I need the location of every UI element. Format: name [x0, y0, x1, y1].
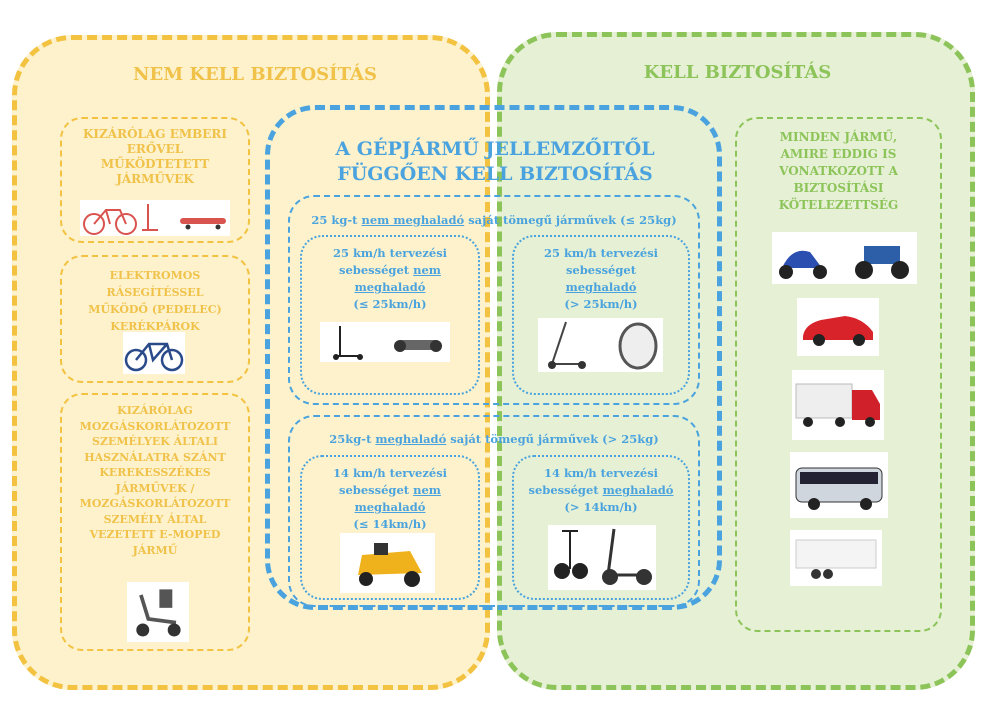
text-fragment: saját tömegű járművek (> 25kg) [446, 432, 659, 446]
ebike-image [123, 332, 185, 374]
text-fragment: meghaladó [602, 483, 674, 497]
text-fragment: sebességet [528, 483, 603, 497]
text-fragment: sebességet [339, 483, 414, 497]
text-fragment: saját tömegű járművek (≤ 25kg) [464, 213, 677, 227]
text-fragment: nem [413, 483, 441, 497]
light-vehicles-box [288, 195, 700, 405]
text-fragment: 14 km/h tervezési [332, 466, 448, 480]
moped-quad-image [772, 232, 917, 284]
text-fragment: 14 km/h tervezési [543, 466, 659, 480]
light-vehicles-label: 25 kg-t nem meghaladó saját tömegű jármű… [288, 213, 700, 227]
conditional-title-line2: FÜGGŐEN KELL BIZTOSÍTÁS [337, 163, 653, 185]
bus-image [790, 452, 888, 518]
human-powered-box: KIZÁRÓLAG EMBERI ERŐVEL MŰKÖDTETETT JÁRM… [60, 117, 250, 243]
text-fragment: sebességet [339, 263, 414, 277]
text-fragment: (> 25km/h) [564, 297, 638, 311]
text-fragment: nem [413, 263, 441, 277]
conditional-title: A GÉPJÁRMŰ JELLEMZŐITŐL FÜGGŐEN KELL BIZ… [290, 137, 700, 187]
text-fragment: 25 km/h tervezési [543, 246, 659, 260]
human-powered-label: KIZÁRÓLAG EMBERI ERŐVEL MŰKÖDTETETT JÁRM… [82, 127, 228, 186]
escooter-monowheel-image [538, 318, 663, 372]
all-vehicles-box: MINDEN JÁRMŰ, AMIRE EDDIG IS VONATKOZOTT… [735, 117, 942, 632]
heavy-vehicles-label: 25kg-t meghaladó saját tömegű járművek (… [288, 432, 700, 446]
light-fast-box: 25 km/h tervezési sebességet meghaladó (… [512, 235, 690, 395]
conditional-title-line1: A GÉPJÁRMŰ JELLEMZŐITŐL [335, 138, 655, 160]
wheelchair-label: KIZÁRÓLAG MOZGÁSKORLÁTOZOTT SZEMÉLYEK ÁL… [79, 404, 231, 557]
pedelec-box: ELEKTROMOS RÁSEGÍTÉSSEL MŰKÖDŐ (PEDELEC)… [60, 255, 250, 383]
bicycle-scooter-skateboard-image [80, 200, 230, 236]
all-vehicles-label: MINDEN JÁRMŰ, AMIRE EDDIG IS VONATKOZOTT… [778, 130, 899, 212]
car-image [797, 298, 879, 356]
text-fragment: meghaladó [354, 280, 426, 294]
trailer-image [790, 530, 882, 586]
mobility-scooter-image [127, 582, 189, 642]
truck-image [792, 370, 884, 440]
pedelec-label: ELEKTROMOS RÁSEGÍTÉSSEL MŰKÖDŐ (PEDELEC)… [88, 269, 222, 333]
text-fragment: meghaladó [565, 280, 637, 294]
light-slow-box: 25 km/h tervezési sebességet nem meghala… [300, 235, 480, 395]
text-fragment: nem meghaladó [361, 213, 465, 227]
riding-mower-image [340, 533, 435, 593]
heavy-slow-box: 14 km/h tervezési sebességet nem meghala… [300, 455, 480, 600]
text-fragment: 25 km/h tervezési [332, 246, 448, 260]
no-insurance-title: NEM KELL BIZTOSÍTÁS [133, 64, 377, 85]
heavy-fast-box: 14 km/h tervezési sebességet meghaladó (… [512, 455, 690, 600]
text-fragment: meghaladó [375, 432, 447, 446]
text-fragment: sebességet [565, 263, 637, 277]
kick-scooter-hoverboard-image [320, 322, 450, 362]
text-fragment: (≤ 14km/h) [353, 517, 427, 531]
wheelchair-box: KIZÁRÓLAG MOZGÁSKORLÁTOZOTT SZEMÉLYEK ÁL… [60, 393, 250, 651]
text-fragment: meghaladó [354, 500, 426, 514]
heavy-vehicles-box [288, 415, 700, 607]
text-fragment: 25 kg-t [311, 213, 362, 227]
segway-escooter-image [548, 525, 656, 590]
text-fragment: (≤ 25km/h) [353, 297, 427, 311]
insurance-title: KELL BIZTOSÍTÁS [643, 62, 832, 83]
text-fragment: 25kg-t [329, 432, 376, 446]
text-fragment: (> 14km/h) [564, 500, 638, 514]
conditional-insurance-region [265, 105, 722, 610]
